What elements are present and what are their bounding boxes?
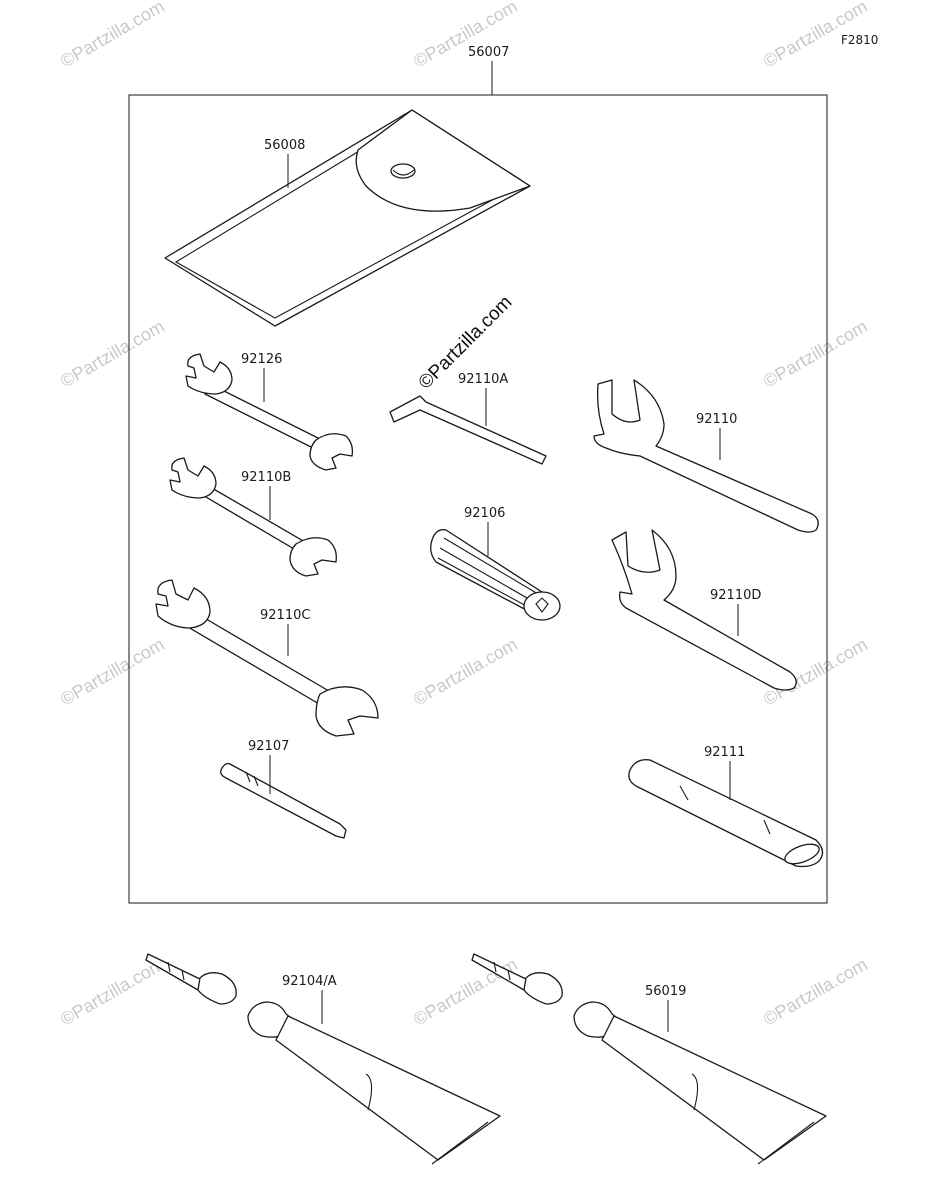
- part-label-wrench-c[interactable]: 92110C: [260, 608, 310, 623]
- part-label-hook-spanner[interactable]: 92110D: [710, 588, 761, 603]
- part-label-spanner[interactable]: 92110: [696, 412, 737, 427]
- watermark: ©Partzilla.com: [57, 0, 168, 71]
- watermark: ©Partzilla.com: [57, 954, 168, 1029]
- figure-code: F2810: [841, 33, 878, 47]
- hex-key[interactable]: [389, 395, 547, 465]
- grease-tube-left[interactable]: [145, 953, 501, 1165]
- part-label-tube-right[interactable]: 56019: [645, 984, 686, 999]
- grease-tube-right[interactable]: [471, 953, 827, 1165]
- handle[interactable]: [628, 759, 824, 868]
- wrench-92110b[interactable]: [169, 457, 337, 577]
- watermark: ©Partzilla.com: [57, 634, 168, 709]
- tool-case[interactable]: [164, 109, 531, 327]
- extension-bar[interactable]: [430, 529, 561, 621]
- part-label-extension[interactable]: 92106: [464, 506, 505, 521]
- part-label-wrench-a[interactable]: 92126: [241, 352, 282, 367]
- wrench-92110c[interactable]: [155, 579, 379, 737]
- part-label-tube-left[interactable]: 92104/A: [282, 974, 337, 989]
- part-label-case[interactable]: 56008: [264, 138, 305, 153]
- spanner-92110[interactable]: [593, 379, 819, 533]
- watermark: ©Partzilla.com: [410, 0, 521, 71]
- part-label-handle[interactable]: 92111: [704, 745, 745, 760]
- screwdriver-bit[interactable]: [220, 762, 347, 839]
- watermark: ©Partzilla.com: [410, 634, 521, 709]
- part-label-screwdriver-bit[interactable]: 92107: [248, 739, 289, 754]
- part-label-kit[interactable]: 56007: [468, 45, 509, 60]
- watermark: ©Partzilla.com: [760, 316, 871, 391]
- kit-box: [128, 94, 828, 904]
- wrench-92126[interactable]: [185, 353, 354, 471]
- part-label-wrench-b[interactable]: 92110B: [241, 470, 291, 485]
- watermark: ©Partzilla.com: [57, 316, 168, 391]
- watermark: ©Partzilla.com: [410, 954, 521, 1029]
- part-label-hex-key[interactable]: 92110A: [458, 372, 508, 387]
- hook-spanner[interactable]: [611, 529, 797, 691]
- watermark: ©Partzilla.com: [760, 954, 871, 1029]
